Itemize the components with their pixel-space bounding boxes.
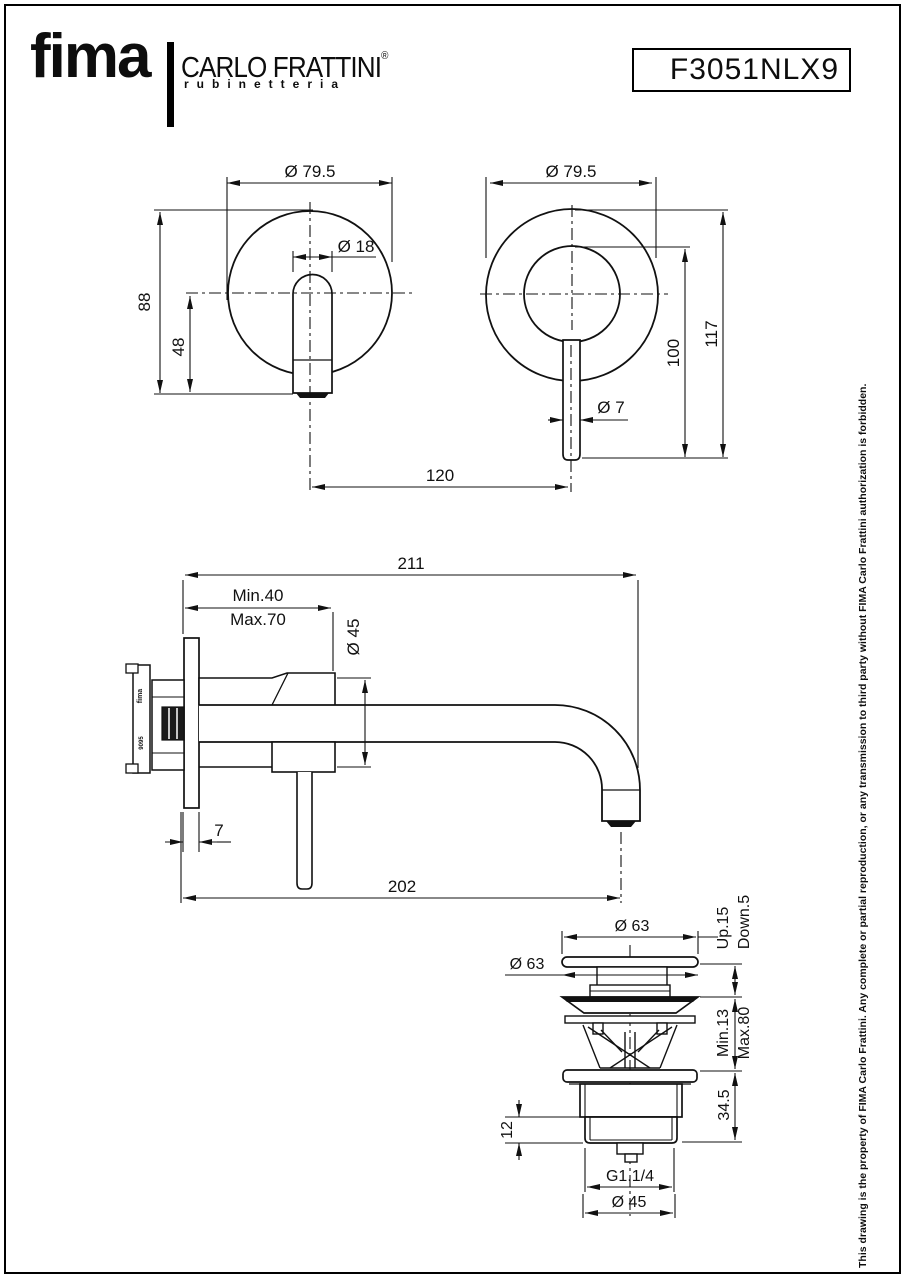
- view-front-left: Ø 79.5 Ø 18 88 48: [135, 162, 568, 492]
- dim-spout-reach: 202: [180, 812, 622, 903]
- dim-label: Ø 63: [510, 956, 545, 973]
- drain-body: [579, 1083, 683, 1118]
- dim-label: Ø 79.5: [284, 162, 335, 181]
- drain-basket: [582, 1022, 678, 1069]
- copyright-note: This drawing is the property of FIMA Car…: [857, 383, 869, 1268]
- dim-deck-thickness: Min.13 Max.80: [700, 999, 753, 1072]
- dim-face-diameter-left: Ø 79.5: [226, 162, 393, 300]
- dim-label: Ø 18: [338, 237, 375, 256]
- dim-label: G1.1/4: [606, 1168, 654, 1185]
- dim-stick-height: 100: [575, 246, 690, 457]
- dim-label: Ø 45: [344, 619, 363, 656]
- dim-body-diameter: Ø 45: [337, 619, 371, 768]
- drain-nipple: [616, 1142, 644, 1155]
- drain-neck: [596, 966, 668, 988]
- dim-label-min: Min.40: [232, 586, 283, 605]
- dim-plate-thickness: 7: [165, 812, 231, 852]
- dim-thread-height: 12: [499, 1100, 583, 1160]
- dim-label: 117: [702, 320, 721, 347]
- engraving-code: 9095: [139, 736, 145, 750]
- view-front-right: Ø 79.5 Ø 7 100 117: [480, 162, 728, 492]
- page-border: [4, 4, 901, 1274]
- wall-plate: [183, 637, 200, 809]
- dim-label-up: Up.15: [715, 907, 732, 950]
- valve-body: [271, 741, 336, 773]
- dim-handle-diameter: Ø 18: [292, 237, 376, 272]
- dim-height-total-right: 117: [575, 209, 728, 459]
- dim-label: 211: [397, 554, 424, 573]
- dim-label: Ø 79.5: [545, 162, 596, 181]
- dim-cap-diameter-side: Ø 63: [505, 956, 698, 978]
- dim-body-height: 34.5: [682, 1073, 742, 1143]
- drain-washer: [564, 1015, 696, 1024]
- logo-divider: [167, 42, 174, 127]
- brand-name: CARLO FRATTINI®: [181, 50, 388, 85]
- dim-center-distance: 120: [312, 466, 568, 490]
- drain-lower-flange: [562, 1069, 698, 1083]
- view-drain: Ø 63 Ø 63 Up.15 Down.5 Min.13 Max.: [499, 895, 753, 1218]
- dim-label-down: Down.5: [736, 895, 753, 949]
- dim-height-total-left: 88: [135, 209, 313, 395]
- dim-height-handle: 48: [169, 296, 193, 392]
- dim-label: Ø 63: [615, 918, 650, 935]
- brand-subtitle: rubinetteria: [184, 77, 347, 91]
- dim-bottom-diameter: Ø 45: [582, 1194, 676, 1218]
- dim-wall-depth: Min.40 Max.70: [185, 586, 334, 671]
- drain-cap: [561, 956, 699, 968]
- dim-label-max: Max.70: [230, 610, 286, 629]
- view-side: fima 9095 211 Min.40: [125, 554, 641, 903]
- dim-label: 202: [388, 877, 416, 896]
- spout: [199, 704, 641, 822]
- handle-tip: [296, 393, 329, 398]
- cartridge-nut: [161, 706, 185, 741]
- dim-label: 88: [135, 293, 154, 312]
- dim-thread-size: G1.1/4: [584, 1148, 675, 1192]
- dim-label-min: Min.13: [715, 1009, 732, 1057]
- product-code-box: F3051NLX9: [632, 48, 851, 92]
- engraving-brand: fima: [137, 689, 144, 704]
- lever-rod: [296, 772, 313, 890]
- handle-front: [292, 273, 333, 394]
- dim-label: Ø 45: [612, 1194, 647, 1211]
- registered-mark: ®: [381, 50, 388, 62]
- fima-logo: fima: [30, 22, 151, 91]
- dim-label: 34.5: [716, 1089, 733, 1120]
- aerator-tip: [606, 821, 636, 827]
- dim-label: 48: [169, 338, 188, 357]
- dim-label-max: Max.80: [736, 1007, 753, 1060]
- dim-label: 100: [664, 339, 683, 367]
- handle-end-plate: [132, 664, 151, 774]
- brand-name-text: CARLO FRATTINI: [181, 52, 382, 84]
- drain-thread: [584, 1116, 678, 1144]
- dim-projection-total: 211: [182, 554, 639, 768]
- dim-label: 12: [499, 1121, 516, 1139]
- dim-face-diameter-right: Ø 79.5: [485, 162, 657, 258]
- dim-cap-diameter-top: Ø 63: [561, 918, 718, 954]
- dim-label: 120: [426, 466, 454, 485]
- dim-label: 7: [214, 821, 223, 840]
- dim-label: Ø 7: [597, 398, 624, 417]
- dim-stick-diameter: Ø 7: [548, 398, 628, 423]
- upper-body: [198, 672, 336, 705]
- dim-cap-travel: Up.15 Down.5: [700, 895, 753, 998]
